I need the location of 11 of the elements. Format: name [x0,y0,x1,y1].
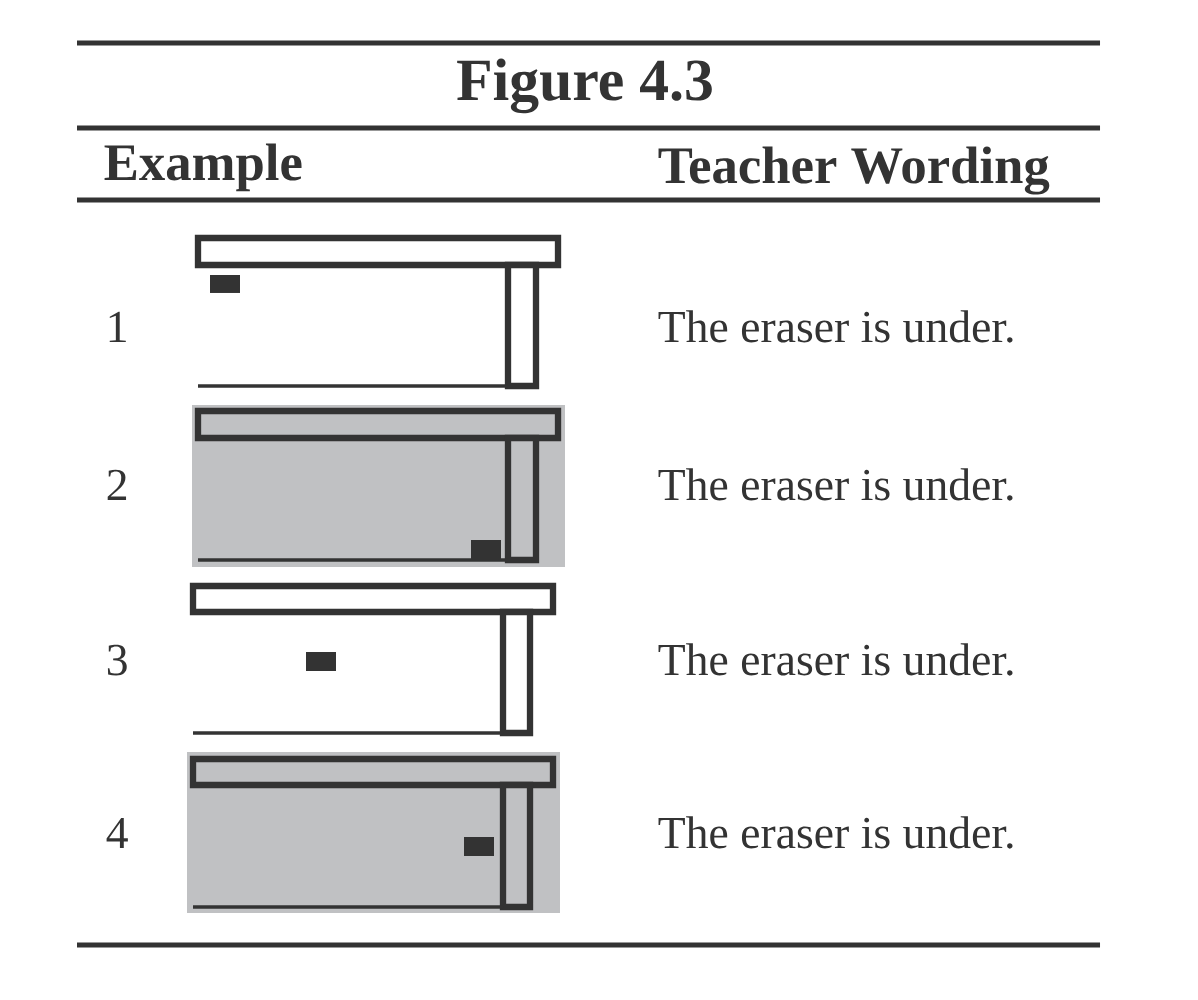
row-number: 4 [106,817,128,848]
teacher-wording: The eraser is under. [658,468,1013,501]
row-number: 2 [107,469,127,500]
column-header: Example [104,143,302,192]
row-number: 1 [109,311,126,342]
figure-title: Figure 4.3 [457,58,712,114]
row-number: 3 [107,644,127,676]
column-header: Teacher Wording [658,146,1050,195]
teacher-wording: The eraser is under. [658,310,1013,343]
teacher-wording: The eraser is under. [658,816,1013,849]
teacher-wording: The eraser is under. [658,643,1013,676]
